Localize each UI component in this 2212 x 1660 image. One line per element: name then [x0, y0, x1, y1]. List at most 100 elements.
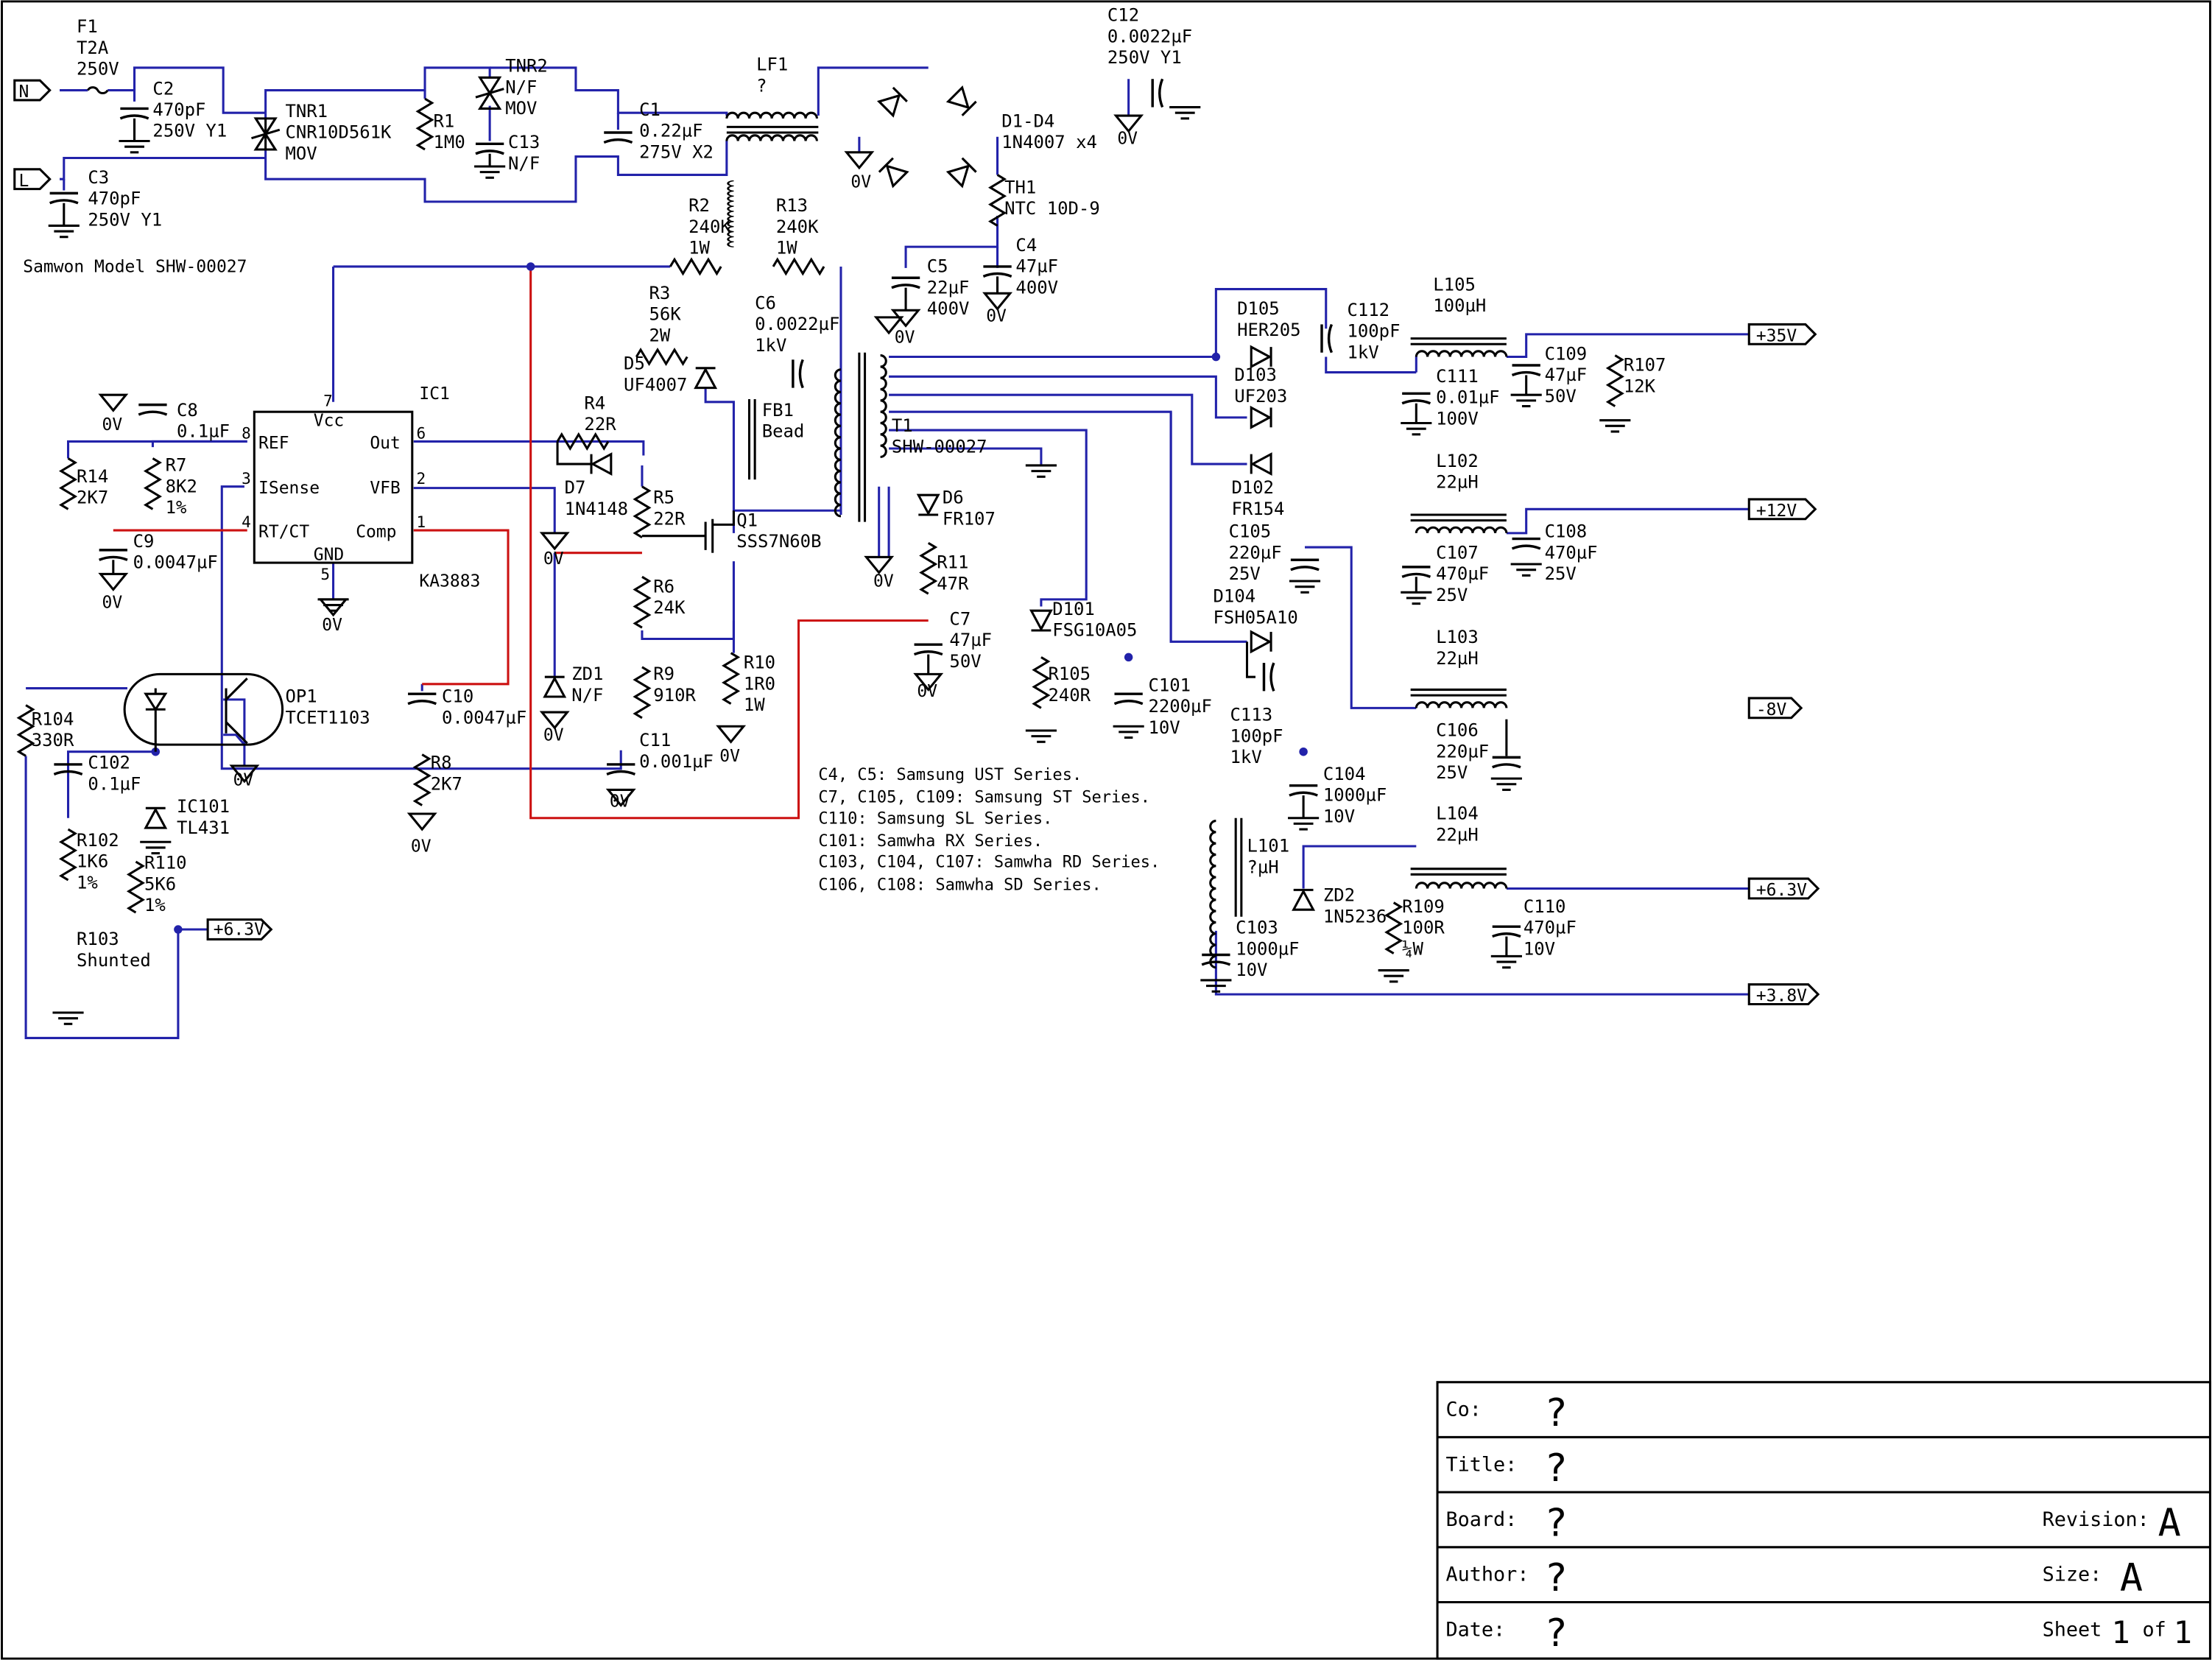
component-value: 0.0022µF	[755, 314, 839, 334]
component-value: 220µF	[1436, 741, 1489, 762]
output-12v: +12V	[1756, 502, 1797, 521]
component-value: 250V Y1	[88, 209, 162, 230]
component-ref: L103	[1436, 627, 1479, 647]
ref-wires	[113, 266, 929, 820]
note-line: C101: Samwha RX Series.	[818, 832, 1043, 851]
note-line: C110: Samsung SL Series.	[818, 809, 1052, 828]
component-value: 47µF	[949, 630, 992, 650]
component-ref: C6	[755, 292, 776, 313]
component-ref: ZD2	[1323, 885, 1355, 906]
tb-board-label: Board:	[1446, 1508, 1518, 1531]
component-ref: R3	[649, 283, 671, 303]
component-value: 1W	[776, 238, 797, 259]
component-value: N/F	[571, 685, 603, 706]
tb-sheets-value: 1	[2174, 1614, 2192, 1650]
pin-1: 1	[417, 513, 426, 531]
tb-revision-label: Revision:	[2043, 1508, 2149, 1531]
component-value: 25V	[1545, 563, 1577, 584]
component-ref: R9	[653, 664, 674, 684]
label-C11: C110.001µF	[639, 730, 714, 772]
component-value: 1M0	[434, 132, 465, 152]
ic1-ref: IC1	[419, 384, 450, 404]
component-value: 100R	[1402, 918, 1445, 938]
tb-of-label: of	[2143, 1618, 2166, 1641]
notes: C4, C5: Samsung UST Series. C7, C105, C1…	[818, 766, 1160, 894]
component-value: ¼W	[1402, 938, 1423, 959]
component-ref: D103	[1234, 365, 1277, 385]
component-ref: C101	[1148, 675, 1191, 695]
component-ref: C8	[177, 400, 198, 421]
component-value: 22R	[584, 414, 616, 435]
component-ref: IC101	[177, 796, 230, 817]
wires	[24, 66, 1750, 1040]
component-ref: C12	[1107, 5, 1139, 26]
component-value: 275V X2	[639, 141, 714, 162]
component-value: 0.001µF	[639, 751, 714, 772]
ic1-pin-vfb: VFB	[370, 479, 400, 498]
component-value: 250V	[77, 58, 119, 79]
output-minus-8v: -8V	[1756, 700, 1787, 720]
component-value: 1N5236	[1323, 906, 1387, 926]
component-value: 22µH	[1436, 648, 1479, 669]
component-ref: C11	[639, 730, 671, 750]
tb-title-label: Title:	[1446, 1453, 1518, 1476]
component-value: FSH05A10	[1214, 607, 1298, 627]
component-ref: R4	[584, 393, 605, 413]
component-value: 100µH	[1433, 295, 1486, 316]
title-block: Co: ? Title: ? Board: ? Revision: A Auth…	[1436, 1381, 2212, 1660]
component-value: 25V	[1436, 585, 1468, 605]
component-ref: D101	[1052, 599, 1095, 619]
component-ref: R107	[1624, 355, 1666, 376]
component-value: 400V	[1015, 277, 1058, 298]
component-ref: C5	[927, 256, 948, 277]
component-value: 12K	[1624, 376, 1656, 396]
component-ref: D105	[1237, 298, 1280, 319]
component-value: 330R	[32, 730, 74, 750]
component-value: ?µH	[1247, 857, 1279, 877]
component-value: 0.0047µF	[133, 552, 218, 573]
note-line: C106, C108: Samwha SD Series.	[818, 876, 1101, 894]
component-value: CNR10D561K	[285, 122, 392, 143]
component-ref: R11	[937, 552, 968, 573]
pin-6: 6	[417, 424, 426, 443]
component-ref: R104	[32, 708, 74, 729]
component-ref: L104	[1436, 803, 1479, 824]
pin-7: 7	[323, 392, 333, 410]
component-ref: D1-D4	[1001, 110, 1054, 131]
gnd-label: 0V	[102, 593, 122, 612]
component-ref: R8	[431, 753, 452, 773]
component-value: 47µF	[1015, 256, 1058, 277]
component-ref: D7	[565, 477, 586, 498]
label-C9: C90.0047µF	[133, 531, 218, 573]
component-value: 5K6	[144, 873, 176, 894]
label-LF1: LF1?	[756, 54, 788, 96]
component-ref: D5	[624, 354, 645, 374]
output-3v8: +3.8V	[1756, 987, 1807, 1006]
label-C8: C80.1µF	[177, 400, 230, 442]
component-ref: C13	[508, 132, 540, 152]
component-value: TL431	[177, 817, 230, 838]
